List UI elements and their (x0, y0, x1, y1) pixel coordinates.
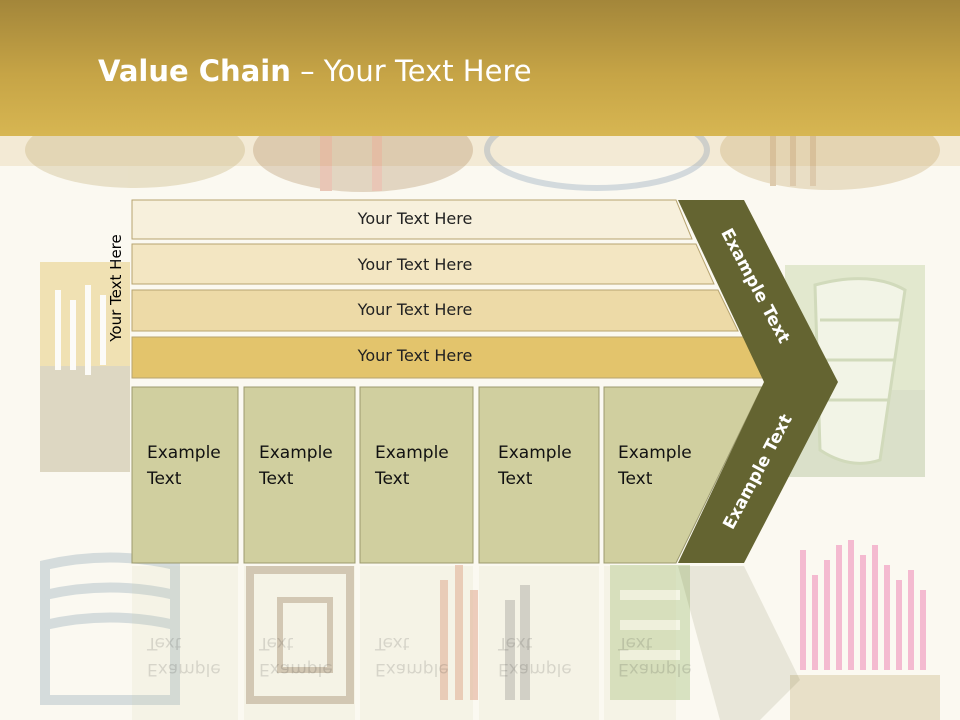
row-bar-3 (131, 289, 739, 332)
cell-4-line1: Example (498, 443, 572, 463)
title-bold: Value Chain (98, 54, 291, 88)
row-label-4: Your Text Here (357, 346, 473, 365)
cell-box-2 (243, 386, 356, 564)
cell-box-5 (603, 386, 763, 564)
cell-1-line2: Text (147, 469, 182, 489)
cell-3-line1: Example (375, 443, 449, 463)
cell-box-3 (359, 386, 474, 564)
cell-5-line1: Example (618, 443, 692, 463)
cell-2-line1: Example (259, 443, 333, 463)
row-bar-2 (131, 243, 715, 285)
row-label-2: Your Text Here (357, 255, 473, 274)
side-label-text: Your Text Here (107, 234, 125, 342)
cell-box-1 (131, 386, 239, 564)
cell-3-line2: Text (375, 469, 410, 489)
cell-1-line1: Example (147, 443, 221, 463)
cell-4-line2: Text (498, 469, 533, 489)
slide-title: Value Chain – Your Text Here (98, 54, 532, 88)
cell-5-line2: Text (618, 469, 653, 489)
title-rest: – Your Text Here (290, 54, 532, 88)
row-label-3: Your Text Here (357, 300, 473, 319)
title-bar (0, 0, 960, 136)
cell-box-4 (478, 386, 600, 564)
margin-chevron (678, 200, 838, 563)
row-label-1: Your Text Here (357, 209, 473, 228)
row-bar-1 (131, 199, 693, 240)
cell-2-line2: Text (259, 469, 294, 489)
